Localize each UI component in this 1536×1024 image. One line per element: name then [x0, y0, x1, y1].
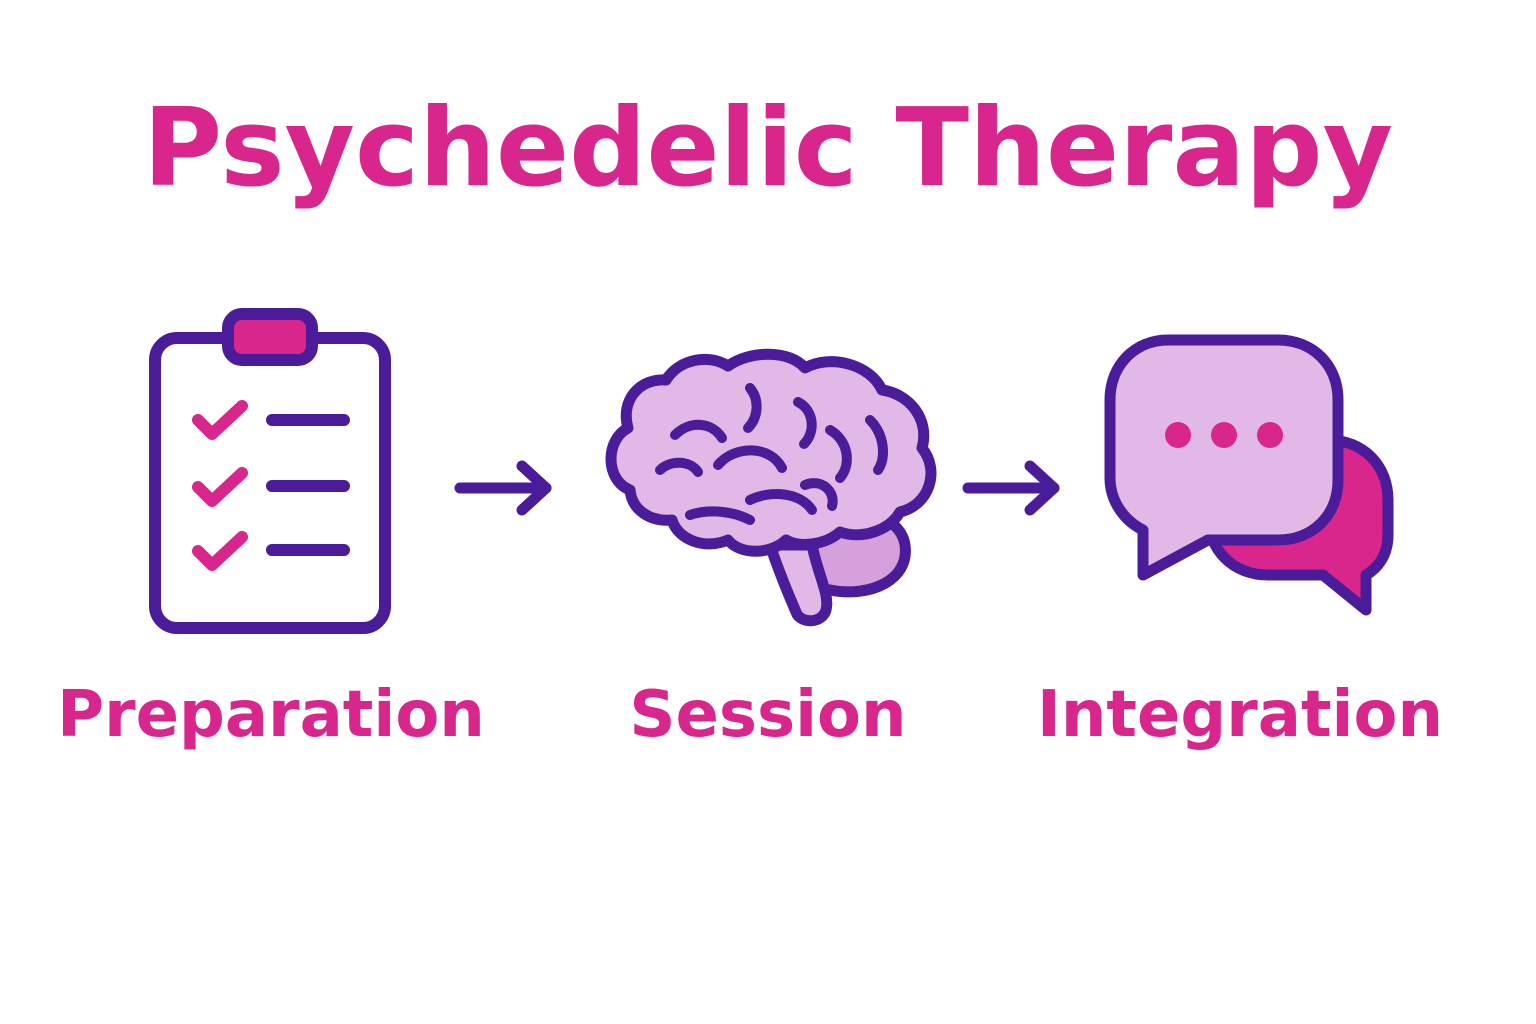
brain-icon	[605, 348, 937, 627]
step-label-preparation: Preparation	[57, 678, 485, 752]
step-label-session: Session	[629, 678, 907, 752]
diagram-title: Psychedelic Therapy	[143, 86, 1393, 211]
arrow-right-icon	[962, 460, 1060, 516]
clipboard-checklist-icon	[149, 308, 391, 634]
arrow-right-icon	[454, 460, 552, 516]
speech-bubbles-icon	[1104, 334, 1394, 616]
step-label-integration: Integration	[1037, 678, 1443, 752]
